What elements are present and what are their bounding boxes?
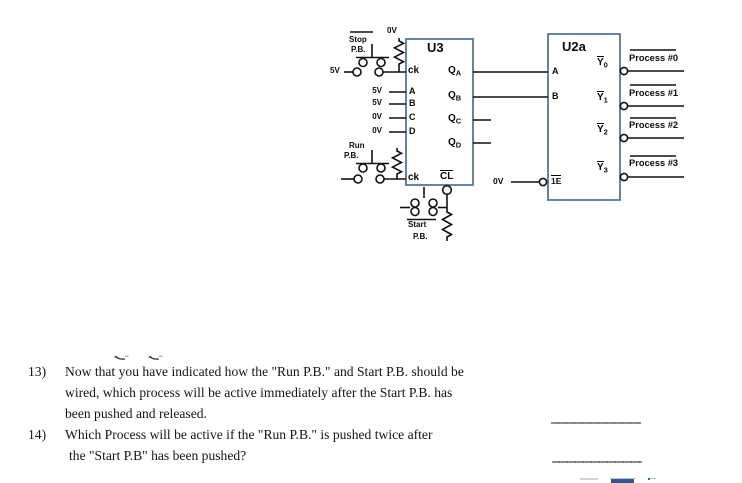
clock-resistor-bottom [390,148,404,179]
question-13-number: 13) [28,364,47,379]
qa-main: Q [448,65,456,76]
u2a-out-y3: Y3 [597,161,608,174]
qa-sub: A [455,68,462,78]
input-c-voltage: 0V [372,112,382,121]
u3-ck-top-pin: ck [408,65,420,76]
u2a-title: U2a [562,39,586,54]
start-resistor [440,207,454,241]
y0-main: Y [597,56,604,68]
stop-pb-switch [344,31,406,77]
bottom-fragment-middle-halo [608,477,636,479]
u3-title: U3 [427,40,444,55]
y0-sub: 0 [603,60,608,70]
process-1-label: Process #1 [629,88,679,98]
u3-ck-bottom-pin: ck [408,172,420,183]
answer-blank-13 [551,422,641,424]
start-pb-label-line1: Start [408,220,427,229]
question-13-line3: been pushed and released. [65,406,207,421]
run-pb-switch [341,150,406,184]
process-3-label: Process #3 [629,158,679,168]
u2a-out-y2: Y2 [597,123,608,136]
run-pb-label-line1: Run [349,141,365,150]
enable-pin-text: 1E [551,175,562,186]
process-0-label: Process #0 [629,53,679,63]
u3-pin-b: B [409,98,416,108]
u3-pin-d: D [409,126,416,136]
run-pb-label-line2: P.B. [344,151,359,160]
question-13-line1: Now that you have indicated how the "Run… [65,364,464,379]
u2a-out-y1: Y1 [597,91,608,104]
cutoff-text-fragments [114,355,163,360]
enable-0v-label: 0V [493,176,504,186]
u3-out-qc: QC [448,114,461,125]
start-pb-label-line2: P.B. [413,232,428,241]
question-14-number: 14) [28,427,47,442]
stop-pb-label-line1: Stop [349,35,367,44]
u2a-pin-a: A [552,66,559,76]
u3-cl-pin: CL [440,170,454,182]
question-14-line2: the "Start P.B" has been pushed? [69,448,247,463]
bottom-fragment-right-line [650,478,656,480]
qd-main: Q [448,137,456,148]
process-overbars [630,49,676,157]
qb-sub: B [455,93,462,103]
enable-bubble [538,177,548,187]
bottom-fragment-right-dot [647,477,650,480]
start-pb-switch [400,187,447,221]
u2a-box [547,33,621,201]
cl-text: CL [440,170,454,182]
y-output-wires [619,66,684,182]
u2a-pin-1e: 1E [551,175,562,186]
input-a-voltage: 5V [372,86,382,95]
question-13-line2: wired, which process will be active imme… [65,385,453,400]
u2a-pin-b: B [552,91,559,101]
qb-main: Q [448,90,456,101]
input-b-voltage: 5V [372,98,382,107]
pullup-0v-label: 0V [387,26,397,35]
process-2-label: Process #2 [629,120,679,130]
u2a-out-y0: Y0 [597,56,608,69]
y1-sub: 1 [603,95,608,105]
stop-pb-label-line2: P.B. [351,45,366,54]
y3-main: Y [597,161,604,173]
y2-main: Y [597,123,604,135]
question-14-line1: Which Process will be active if the "Run… [65,427,433,442]
qc-sub: C [455,116,462,126]
bottom-fragment-middle [611,478,634,483]
qd-sub: D [455,140,462,150]
u3-out-qb: QB [448,91,461,102]
clock-resistor-top [392,38,406,72]
u3-out-qa: QA [448,66,461,77]
u3-box [405,38,474,186]
y1-main: Y [597,91,604,103]
u3-pin-a: A [409,86,416,96]
u3-out-qd: QD [448,138,461,149]
y3-sub: 3 [603,165,608,175]
answer-blank-14 [552,461,642,463]
input-d-voltage: 0V [372,126,382,135]
bottom-fragment-left [580,478,598,480]
u3-input-pins [389,91,406,133]
cl-bubble [441,184,453,196]
y2-sub: 2 [603,127,608,137]
u3-pin-c: C [409,112,416,122]
qc-main: Q [448,113,456,124]
stop-5v-label: 5V [330,66,340,75]
